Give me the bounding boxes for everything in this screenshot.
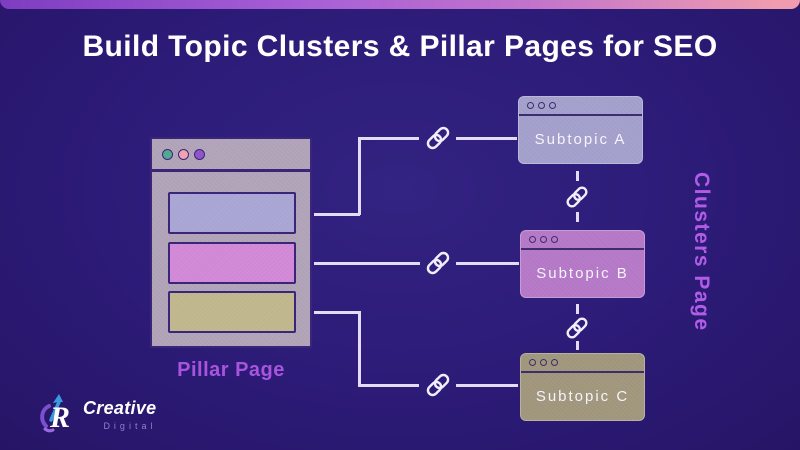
- connector-line: [358, 137, 361, 215]
- card-dot-icon: [529, 236, 536, 243]
- card-titlebar: [521, 231, 644, 250]
- connector-line: [358, 384, 419, 387]
- pillar-section-orchid: [168, 242, 296, 284]
- connector-line: [314, 262, 420, 265]
- connector-dash: [576, 341, 579, 350]
- connector-line: [358, 311, 361, 387]
- card-titlebar: [521, 354, 644, 373]
- window-dot-green-icon: [162, 148, 173, 160]
- page-title: Build Topic Clusters & Pillar Pages for …: [82, 30, 718, 63]
- subtopic-a-card: Subtopic A: [518, 96, 643, 164]
- connector-line: [456, 384, 518, 387]
- window-dot-purple-icon: [194, 148, 205, 160]
- brand-logo-icon: R: [40, 394, 70, 434]
- clusters-page-label: Clusters Page: [690, 172, 713, 332]
- chain-link-icon: [564, 184, 590, 210]
- card-dot-icon: [551, 359, 558, 366]
- connector-line: [358, 137, 419, 140]
- chain-link-icon: [424, 249, 452, 277]
- pillar-page-label: Pillar Page: [177, 359, 285, 381]
- pillar-page-window: [150, 137, 312, 348]
- chain-link-icon: [424, 371, 452, 399]
- card-dot-icon: [540, 359, 547, 366]
- card-dot-icon: [549, 102, 556, 109]
- card-dot-icon: [529, 359, 536, 366]
- brand-name: Creative: [83, 398, 157, 418]
- window-dot-pink-icon: [178, 148, 189, 160]
- subtopic-a-label: Subtopic A: [534, 131, 627, 148]
- subtopic-c-label: Subtopic C: [535, 388, 630, 405]
- card-dot-icon: [551, 236, 558, 243]
- chain-link-icon: [424, 124, 452, 152]
- connector-line: [456, 262, 519, 265]
- svg-text:R: R: [49, 401, 70, 434]
- pillar-section-lavender: [168, 192, 296, 234]
- brand-logo: R Creative Digital: [36, 390, 156, 436]
- connector-dash: [576, 212, 579, 222]
- subtopic-b-label: Subtopic B: [536, 265, 629, 282]
- brand-tagline: Digital: [103, 421, 157, 431]
- connector-line: [314, 311, 360, 314]
- chain-link-icon: [564, 315, 590, 341]
- connector-line: [456, 137, 517, 140]
- card-titlebar: [519, 97, 642, 116]
- subtopic-b-card: Subtopic B: [520, 230, 645, 298]
- subtopic-c-card: Subtopic C: [520, 353, 645, 421]
- card-dot-icon: [540, 236, 547, 243]
- pillar-section-khaki: [168, 291, 296, 333]
- card-dot-icon: [538, 102, 545, 109]
- connector-line: [314, 213, 360, 216]
- connector-dash: [576, 171, 579, 181]
- top-accent-bar: [0, 0, 800, 9]
- card-dot-icon: [527, 102, 534, 109]
- connector-dash: [576, 304, 579, 314]
- window-titlebar: [152, 139, 310, 172]
